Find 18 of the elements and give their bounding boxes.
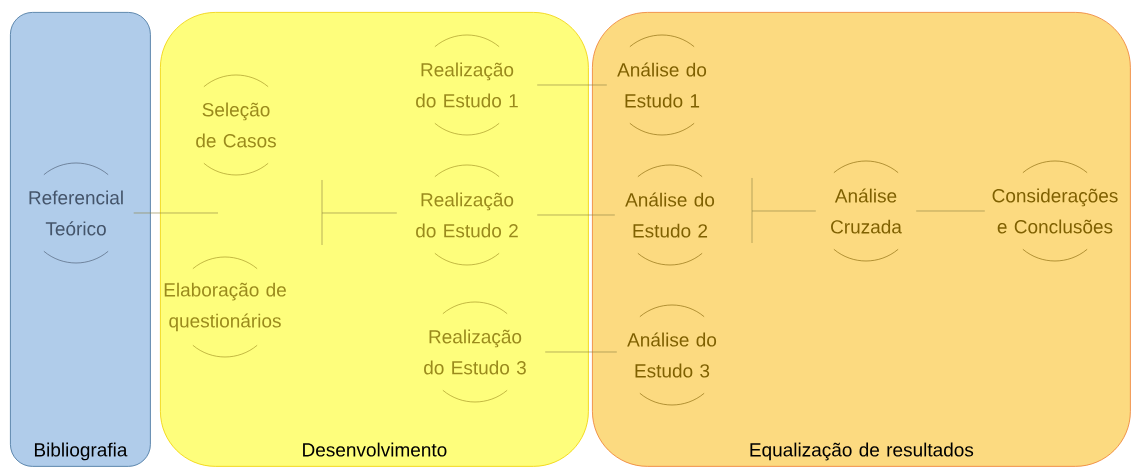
- connector-line: [133, 212, 219, 214]
- circled-label: Análise Cruzada: [831, 160, 902, 262]
- circled-label: Realização do Estudo 2: [416, 164, 518, 266]
- connector-line: [544, 351, 618, 353]
- circled-label: Análise do Estudo 1: [617, 34, 707, 136]
- circled-label: Referencial Teórico: [29, 162, 123, 264]
- circled-label: Análise do Estudo 3: [627, 304, 717, 406]
- circled-label: Realização do Estudo 3: [424, 301, 526, 403]
- circled-label: Considerações e Conclusões: [992, 160, 1118, 262]
- circled-label: Análise do Estudo 2: [625, 164, 715, 266]
- connector-line: [536, 214, 616, 216]
- connector-line: [751, 210, 817, 212]
- circled-label: Seleção de Casos: [196, 74, 276, 176]
- connector-line: [321, 212, 398, 214]
- connector-line: [536, 84, 608, 86]
- circled-label: Elaboração de questionários: [164, 256, 286, 358]
- connector-line: [915, 210, 986, 212]
- circled-label: Realização do Estudo 1: [416, 34, 518, 136]
